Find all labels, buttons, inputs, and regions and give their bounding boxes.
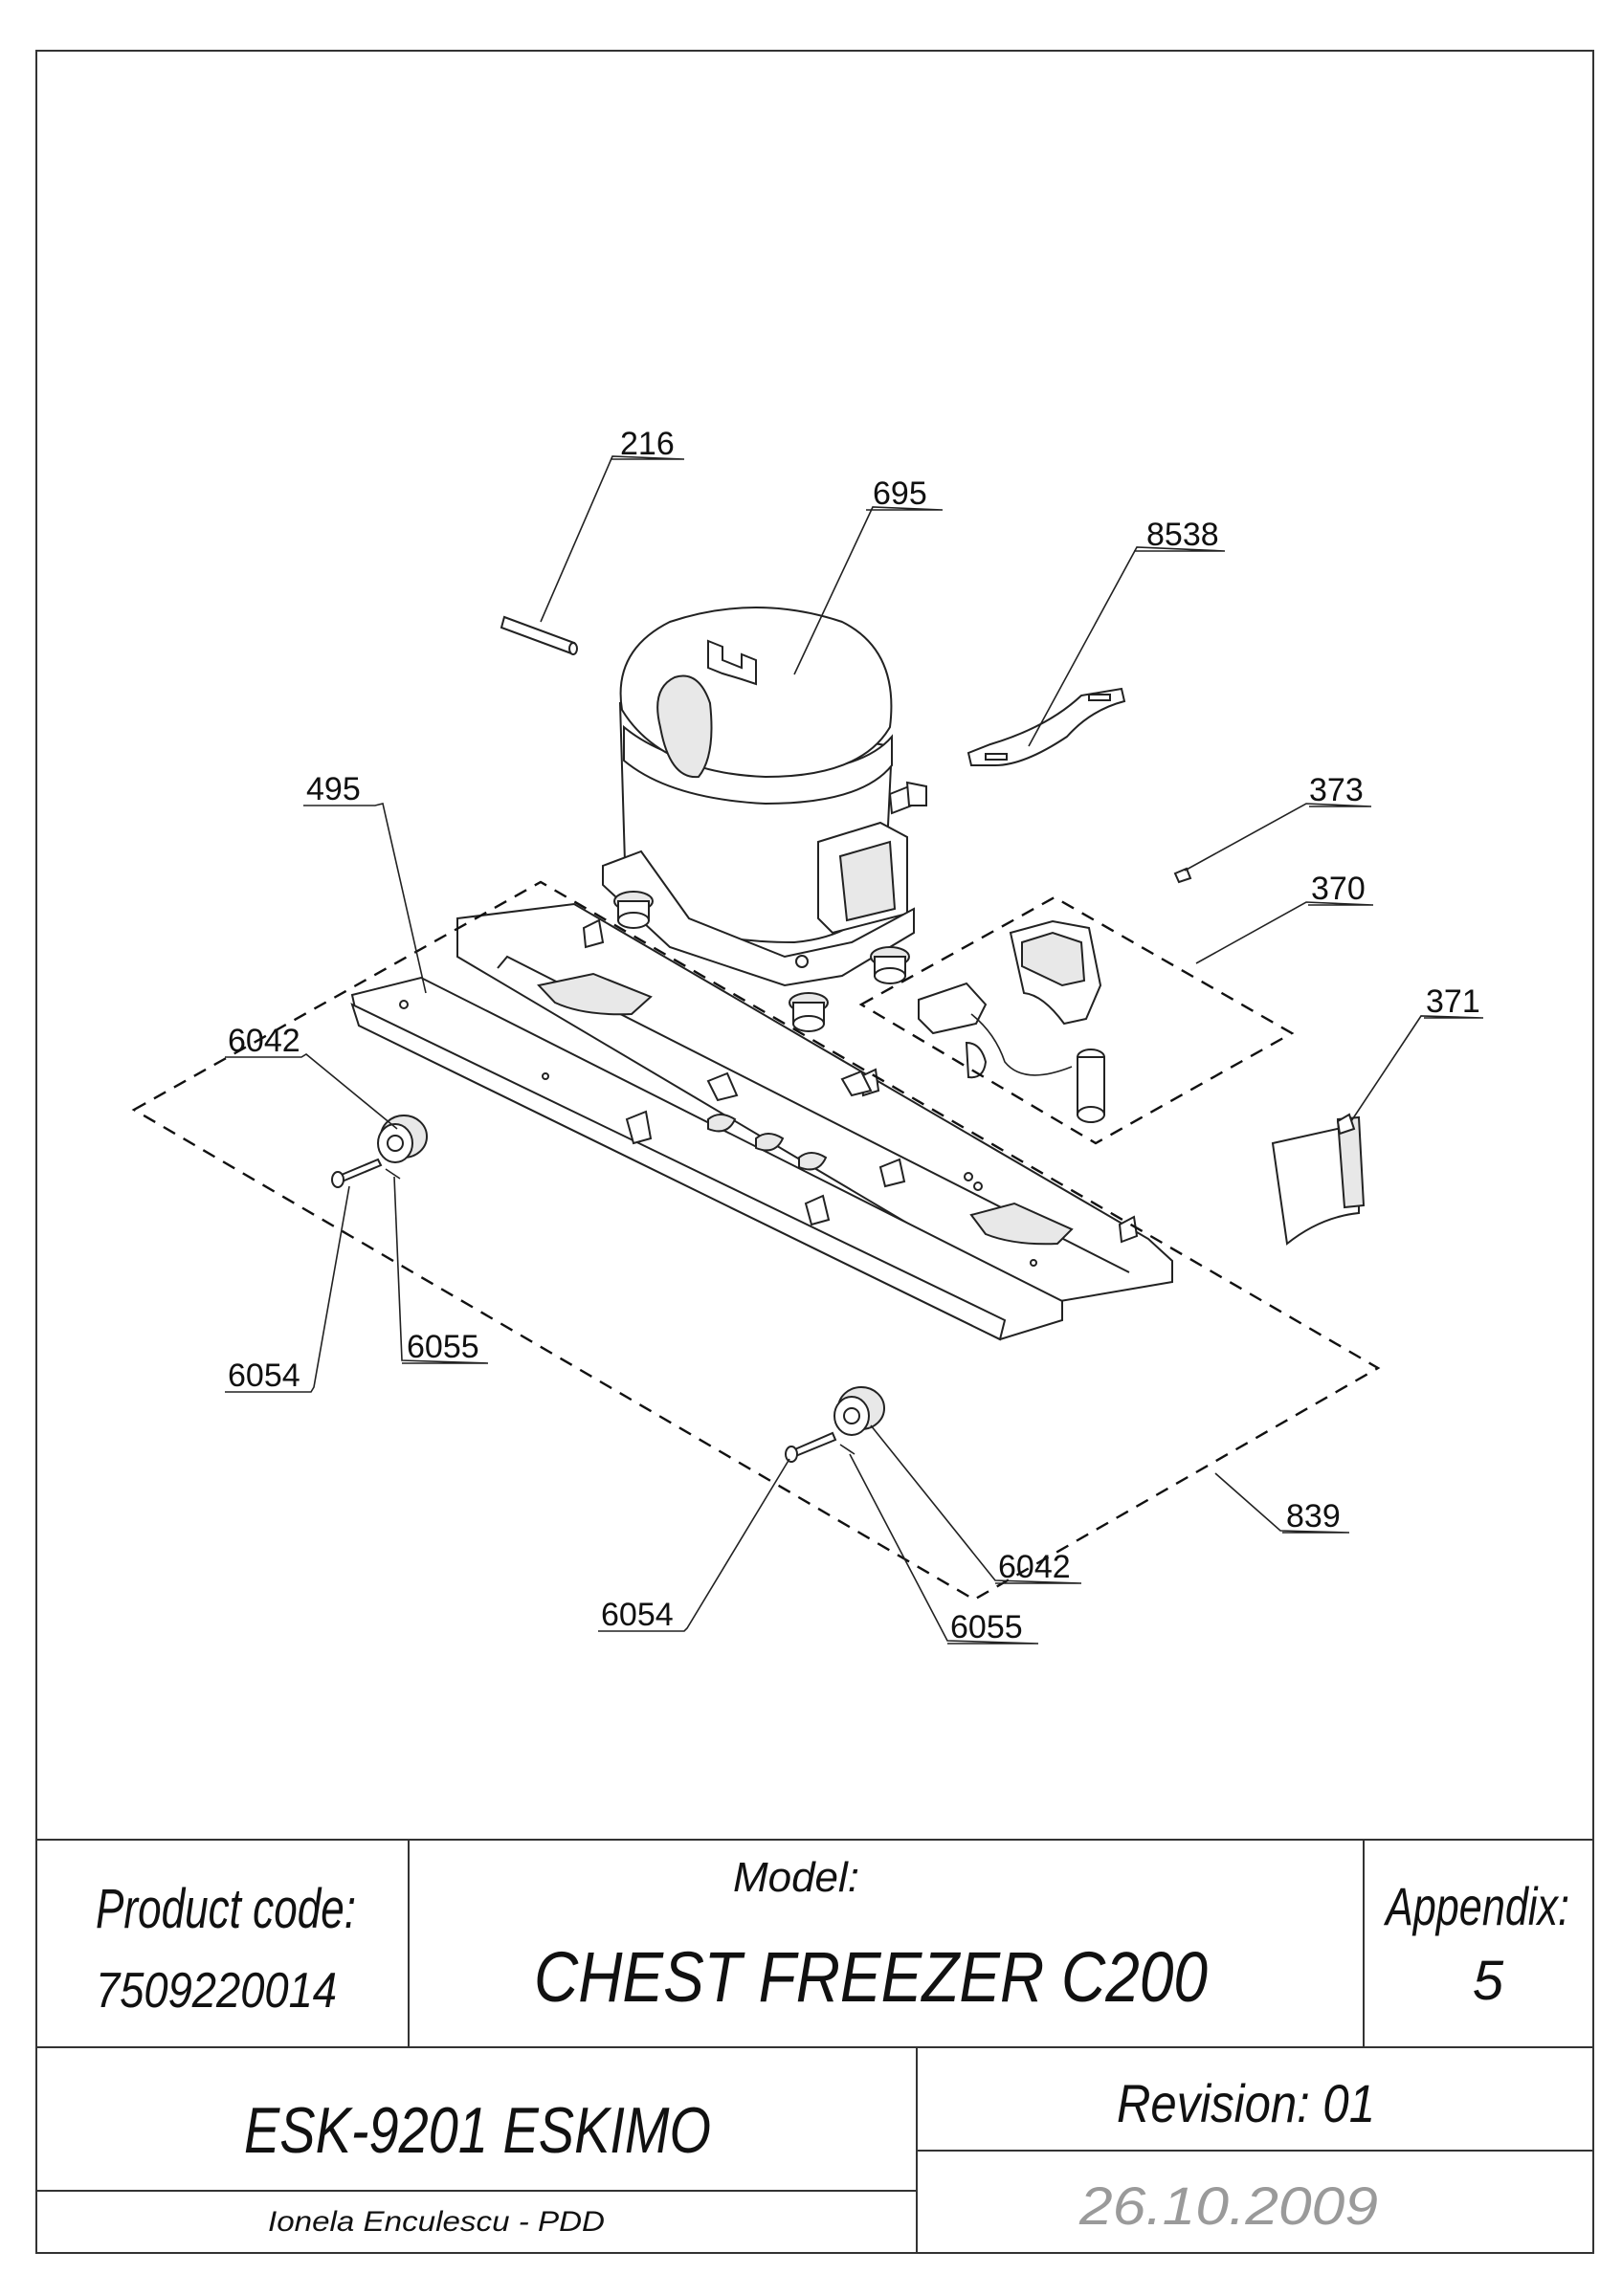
part-371-cover [1271,1113,1366,1246]
assembly-370-outline [858,895,1295,1145]
part-695-compressor [602,607,927,987]
callout-6042-left: 6042 [228,1023,300,1059]
callout-6055-left: 6055 [407,1329,479,1365]
part-495-base-plate [350,902,1173,1341]
callout-6042-bottom: 6042 [998,1549,1071,1585]
part-6054-axle-bottom [785,1431,837,1463]
part-6054-axle-left [331,1158,383,1188]
callout-839: 839 [1286,1498,1341,1534]
callout-495: 495 [306,771,361,807]
title-block [36,1839,1593,2253]
callout-695: 695 [873,475,927,512]
callout-leaders [225,455,1484,1645]
callout-6054-bottom: 6054 [601,1597,674,1633]
revision: Revision: 01 [1117,2073,1375,2133]
part-6055-clip-left [385,1168,401,1180]
appendix-value: 5 [1473,1950,1504,2012]
part-216-pin [500,615,578,655]
product-code-value: 7509220014 [96,1963,337,2019]
part-6055-clip-bottom [839,1444,855,1455]
part-6042-wheel-left [377,1115,428,1163]
part-8538-bracket [967,687,1126,766]
drawing-frame [35,50,1594,2254]
drawing-name: ESK-9201 ESKIMO [244,2094,711,2167]
callout-8538: 8538 [1146,517,1219,553]
callout-373: 373 [1309,772,1364,808]
callout-370: 370 [1311,871,1366,907]
assembly-839-outline [131,880,1381,1601]
appendix-label: Appendix: [1384,1876,1569,1936]
callout-371: 371 [1426,983,1480,1020]
part-370-relay-kit [918,919,1105,1123]
author: Ionela Enculescu - PDD [268,2206,605,2238]
callout-6054-left: 6054 [228,1358,300,1394]
date: 26.10.2009 [1078,2175,1378,2236]
callout-6055-bottom: 6055 [950,1609,1023,1645]
part-6042-wheel-bottom [833,1386,885,1436]
model-value: CHEST FREEZER C200 [534,1937,1208,2017]
product-code-label: Product code: [96,1878,356,1940]
part-373-screw [1173,867,1192,884]
compressor-grommets [613,891,910,1032]
model-label: Model: [733,1854,859,1901]
callout-216: 216 [620,426,675,462]
